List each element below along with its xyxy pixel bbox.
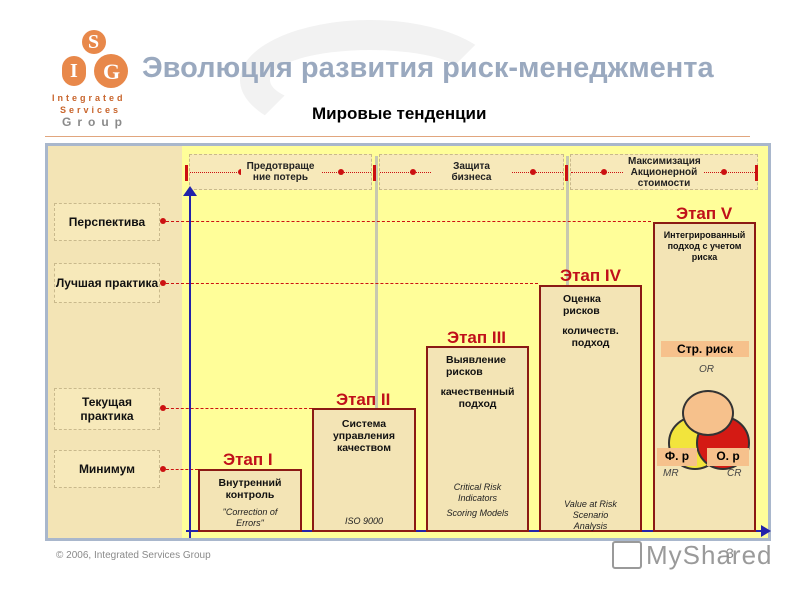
brand-icon — [612, 541, 642, 569]
page-number: 3 — [726, 545, 734, 561]
stage-5-title: Этап V — [676, 204, 733, 223]
level-connector — [166, 408, 312, 409]
band-label: Защита бизнеса — [431, 161, 512, 183]
level-connector — [166, 221, 651, 222]
stage-4-sub: Value at Risk Scenario Analysis — [564, 499, 617, 531]
stage-3-box: Выявление рисков качественный подход Cri… — [426, 346, 529, 532]
page-title: Эволюция развития риск-менеджмента — [142, 52, 714, 84]
evolution-diagram: Предотвраще ние потерь Защита бизнеса Ма… — [45, 143, 771, 541]
financial-risk-label: Ф. р — [657, 448, 697, 466]
stage-3-title: Этап III — [447, 328, 507, 347]
logo-line-2: Services — [60, 105, 122, 115]
stage-3-text: Выявление рисков — [446, 354, 507, 378]
isg-logo: S I G Integrated Services Group — [52, 24, 142, 134]
stage-4-box: Оценка рисков количеств. подход Value at… — [539, 285, 642, 532]
logo-circle-g — [94, 54, 128, 88]
level-current-practice: Текущая практика — [54, 388, 160, 430]
mr-label: MR — [663, 468, 679, 479]
stage-1-sub: "Correction of Errors" — [222, 507, 278, 528]
band-dot — [601, 169, 607, 175]
separator-1 — [375, 156, 378, 531]
stage-2-box: Система управления качеством ISO 9000 — [312, 408, 416, 532]
level-connector — [166, 283, 538, 284]
copyright: © 2006, Integrated Services Group — [56, 550, 211, 561]
x-axis-arrow — [761, 525, 771, 537]
y-axis-arrow — [183, 186, 197, 196]
stage-2-sub: ISO 9000 — [344, 516, 384, 526]
header-divider — [45, 136, 750, 137]
band-dot — [338, 169, 344, 175]
level-dot — [160, 280, 166, 286]
band-business-protection: Защита бизнеса — [379, 154, 564, 190]
level-best-practice: Лучшая практика — [54, 263, 160, 303]
band-dot — [410, 169, 416, 175]
level-dot — [160, 466, 166, 472]
logo-circle-i — [62, 56, 86, 86]
or-label: OR — [699, 364, 714, 375]
stage-3-text-2: качественный подход — [440, 386, 515, 410]
stage-4-text: Оценка рисков — [563, 293, 601, 317]
y-axis — [189, 194, 191, 538]
page-subtitle: Мировые тенденции — [312, 104, 487, 123]
stage-2-text: Система управления качеством — [332, 418, 396, 454]
level-perspective: Перспектива — [54, 203, 160, 241]
logo-letter-s: S — [88, 31, 100, 53]
level-minimum: Минимум — [54, 450, 160, 488]
strategic-risk-label: Стр. риск — [661, 341, 749, 357]
stage-1-box: Внутренний контроль "Correction of Error… — [198, 469, 302, 532]
band-tick — [185, 165, 188, 181]
logo-letter-g: G — [103, 59, 121, 84]
operational-risk-label: О. р — [707, 448, 749, 466]
myshared-watermark: MyShared — [612, 538, 772, 572]
band-shareholder-value: Максимизация Акционерной стоимости — [570, 154, 758, 190]
stage-3-sub-2: Scoring Models — [446, 508, 509, 518]
stage-1-title: Этап I — [223, 450, 273, 469]
logo-line-1: Integrated — [52, 93, 126, 103]
stage-5-text: Интегрированный подход с учетом риска — [663, 230, 746, 262]
stage-2-title: Этап II — [336, 390, 391, 409]
level-dot — [160, 218, 166, 224]
logo-line-3: Group — [62, 115, 128, 129]
stage-4-text-2: количеств. подход — [562, 325, 619, 349]
band-loss-prevention: Предотвраще ние потерь — [189, 154, 372, 190]
stage-1-text: Внутренний контроль — [218, 477, 282, 501]
stage-3-sub: Critical Risk Indicators — [453, 482, 502, 503]
band-tick — [565, 165, 568, 181]
band-dot — [721, 169, 727, 175]
stage-5-box: Интегрированный подход с учетом риска Ст… — [653, 222, 756, 532]
logo-letter-i: I — [70, 60, 78, 82]
brand-text: MyShared — [646, 540, 773, 570]
logo-circle-s — [82, 30, 106, 54]
band-tick — [755, 165, 758, 181]
band-label: Предотвраще ние потерь — [240, 161, 321, 183]
cr-label: CR — [727, 468, 742, 479]
stage-4-title: Этап IV — [560, 266, 621, 285]
operational-risk-circle — [682, 390, 734, 436]
band-tick — [373, 165, 376, 181]
band-label: Максимизация Акционерной стоимости — [624, 155, 704, 189]
band-dot — [530, 169, 536, 175]
level-dot — [160, 405, 166, 411]
level-connector — [166, 469, 198, 470]
